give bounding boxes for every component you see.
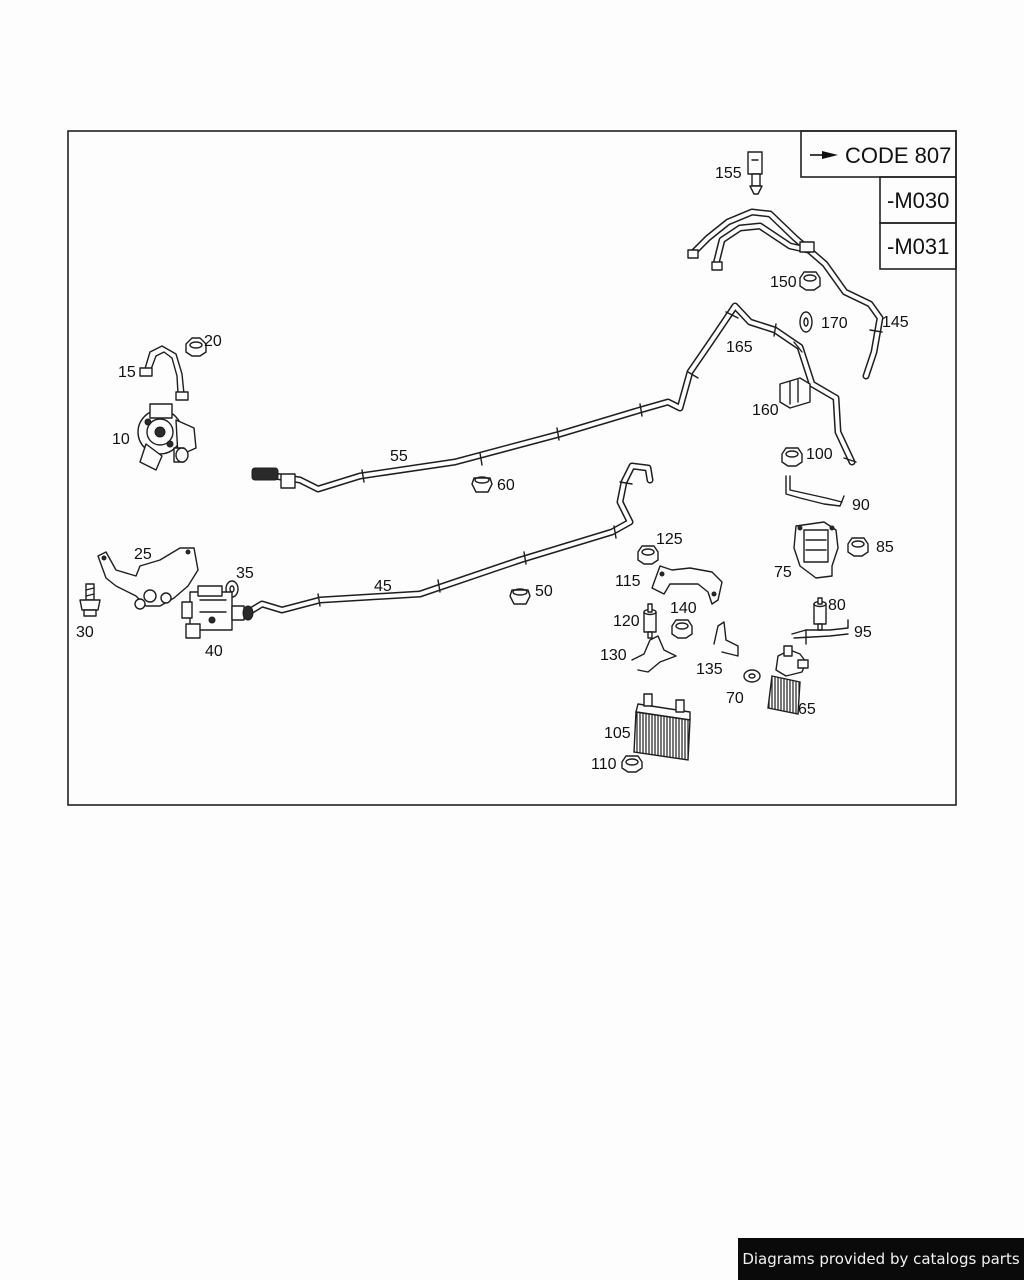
nut-150 — [799, 271, 821, 291]
bracket-75 — [793, 521, 839, 579]
callout-80: 80 — [828, 597, 846, 614]
callout-10: 10 — [112, 431, 130, 448]
radiator-105 — [633, 693, 691, 761]
code-label: CODE 807 — [845, 143, 951, 168]
mount-80 — [813, 597, 827, 631]
nut-100 — [781, 447, 803, 467]
callout-150: 150 — [770, 274, 797, 291]
sensor-155 — [747, 151, 763, 195]
nut-20 — [185, 337, 207, 357]
callout-115: 115 — [615, 573, 641, 590]
callout-55: 55 — [390, 448, 408, 465]
callout-20: 20 — [204, 333, 222, 350]
nut-85 — [847, 537, 869, 557]
callout-85: 85 — [876, 539, 894, 556]
callout-130: 130 — [600, 647, 627, 664]
connector-160 — [779, 377, 811, 409]
grommet-60 — [471, 476, 493, 493]
bracket-90 — [785, 475, 845, 507]
callout-135: 135 — [696, 661, 723, 678]
coolant-line-55 — [251, 302, 857, 493]
arrow-icon — [810, 151, 838, 159]
callout-65: 65 — [798, 701, 816, 718]
bolt-30 — [79, 583, 101, 617]
washer-70 — [743, 669, 761, 683]
mount-120 — [643, 603, 657, 639]
callout-30: 30 — [76, 624, 94, 641]
coolant-line-145 — [687, 208, 884, 380]
code-box: CODE 807 -M030 -M031 — [800, 130, 957, 270]
callout-125: 125 — [656, 531, 683, 548]
bracket-25 — [97, 547, 199, 610]
callout-140: 140 — [670, 600, 697, 617]
callout-40: 40 — [205, 643, 223, 660]
callout-110: 110 — [591, 756, 617, 773]
callout-160: 160 — [752, 402, 779, 419]
callout-165: 165 — [726, 339, 753, 356]
washer-170 — [799, 311, 813, 333]
callout-75: 75 — [774, 564, 792, 581]
callout-90: 90 — [852, 497, 870, 514]
nut-125 — [637, 545, 659, 565]
callouts: 10 15 20 25 30 35 40 45 50 55 60 65 70 7… — [76, 165, 909, 773]
coolant-line-45 — [240, 462, 654, 619]
clamp-15 — [139, 345, 189, 401]
valve-40 — [181, 585, 254, 639]
callout-25: 25 — [134, 546, 152, 563]
callout-155: 155 — [715, 165, 742, 182]
bracket-115 — [651, 565, 723, 605]
attribution-banner: Diagrams provided by catalogs parts — [738, 1238, 1024, 1280]
callout-50: 50 — [535, 583, 553, 600]
diagram-frame — [67, 130, 957, 806]
callout-100: 100 — [806, 446, 833, 463]
callout-145: 145 — [882, 314, 909, 331]
variant-label-m030: -M030 — [887, 188, 949, 213]
callout-60: 60 — [497, 477, 515, 494]
callout-15: 15 — [118, 364, 136, 381]
callout-170: 170 — [821, 315, 848, 332]
bracket-130 — [631, 635, 677, 673]
callout-95: 95 — [854, 624, 872, 641]
callout-35: 35 — [236, 565, 254, 582]
grommet-50 — [509, 588, 531, 605]
nut-140 — [671, 619, 693, 639]
heat-exchanger-65 — [767, 645, 809, 715]
callout-105: 105 — [604, 725, 631, 742]
callout-70: 70 — [726, 690, 744, 707]
nut-110 — [621, 755, 643, 773]
water-pump-10 — [137, 403, 197, 471]
callout-120: 120 — [613, 613, 640, 630]
bracket-135 — [713, 621, 739, 657]
bracket-95 — [791, 619, 849, 645]
callout-45: 45 — [374, 578, 392, 595]
variant-label-m031: -M031 — [887, 234, 949, 259]
